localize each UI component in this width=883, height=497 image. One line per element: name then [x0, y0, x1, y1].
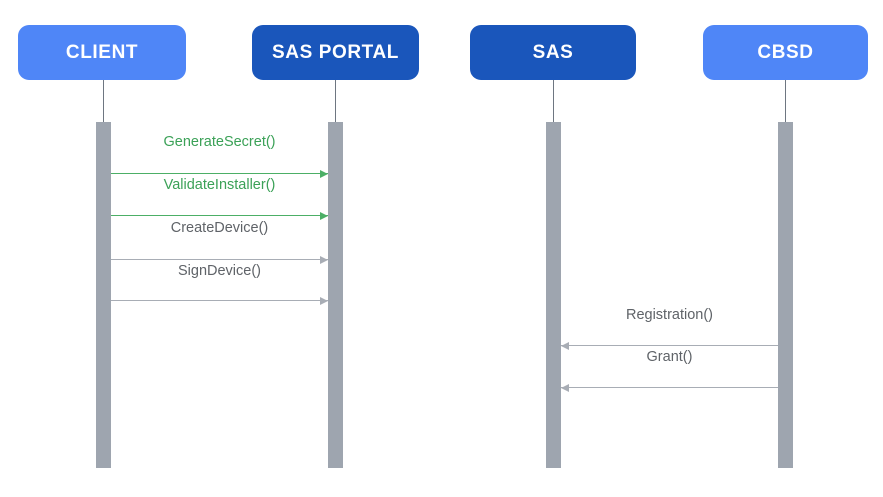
activation-bar-cbsd — [778, 122, 793, 468]
arrow-head-icon — [320, 169, 328, 178]
message-line — [111, 173, 328, 174]
activation-bar-client — [96, 122, 111, 468]
message-line — [561, 387, 778, 388]
lifeline-cbsd — [785, 80, 786, 122]
message-label: ValidateInstaller() — [163, 177, 276, 193]
arrow-head-icon — [320, 255, 328, 264]
message-label: Grant() — [646, 349, 693, 365]
message-label: Registration() — [625, 307, 714, 323]
message-line — [111, 300, 328, 301]
lifeline-sas — [553, 80, 554, 122]
activation-bar-sas — [546, 122, 561, 468]
actor-box-sas[interactable]: SAS — [470, 25, 636, 80]
activation-bar-sas-portal — [328, 122, 343, 468]
actor-box-client[interactable]: CLIENT — [18, 25, 186, 80]
arrow-head-icon — [320, 211, 328, 220]
message-label: GenerateSecret() — [163, 134, 276, 150]
message-line — [111, 215, 328, 216]
message-label: CreateDevice() — [170, 220, 269, 236]
arrow-head-icon — [561, 383, 569, 392]
arrow-head-icon — [320, 296, 328, 305]
actor-box-sas-portal[interactable]: SAS PORTAL — [252, 25, 419, 80]
message-label: SignDevice() — [178, 263, 261, 279]
arrow-head-icon — [561, 341, 569, 350]
lifeline-sas-portal — [335, 80, 336, 122]
message-line — [561, 345, 778, 346]
lifeline-client — [103, 80, 104, 122]
message-line — [111, 259, 328, 260]
actor-box-cbsd[interactable]: CBSD — [703, 25, 868, 80]
